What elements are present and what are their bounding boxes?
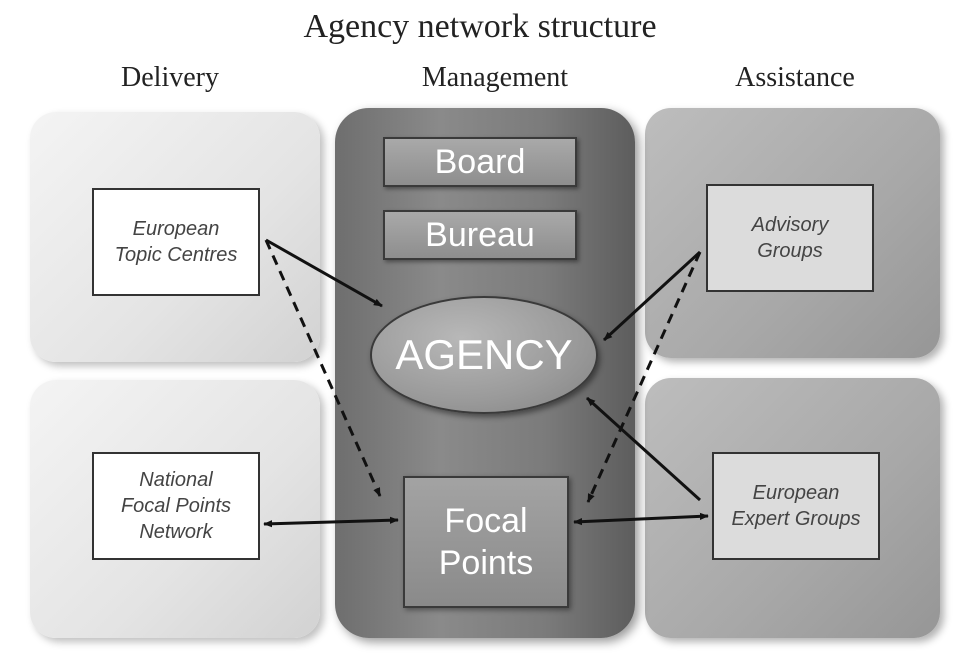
node-label-line: Points (438, 544, 534, 582)
node-label-line: European (132, 218, 220, 240)
node-label-line: Advisory (751, 214, 829, 236)
node-label-line: Expert Groups (731, 508, 861, 530)
node-label-line: Focal (444, 501, 528, 540)
node-board: Board (383, 137, 577, 187)
column-heading-assistance: Assistance (735, 62, 855, 93)
node-label-line: Topic Centres (114, 244, 238, 266)
arrow-national-focal-focal-points-bidirectional (263, 516, 399, 528)
node-focal-points: Focal Points (403, 476, 569, 608)
node-bureau: Bureau (383, 210, 577, 260)
arrow-advisory-to-focal-points-dashed (586, 251, 702, 503)
node-advisory-groups: Advisory Groups (706, 184, 874, 292)
column-heading-delivery: Delivery (121, 62, 219, 93)
arrow-topic-centres-to-focal-points-dashed (264, 239, 382, 497)
node-label-line: European (752, 482, 840, 504)
node-agency: AGENCY (370, 296, 598, 414)
node-label-line: Focal Points (120, 495, 232, 517)
column-heading-management: Management (421, 62, 569, 93)
node-label-line: National (139, 469, 213, 491)
arrow-expert-groups-to-agency (585, 396, 702, 502)
node-label-line: Groups (757, 240, 823, 262)
arrow-advisory-to-agency (602, 250, 702, 342)
arrow-focal-points-expert-groups-bidirectional (573, 512, 709, 526)
node-european-topic-centres: European Topic Centres (92, 188, 260, 296)
node-national-focal-points-network: National Focal Points Network (92, 452, 260, 560)
node-label-line: Network (139, 521, 213, 543)
node-european-expert-groups: European Expert Groups (712, 452, 880, 560)
arrow-topic-centres-to-agency (265, 238, 383, 308)
diagram-title: Agency network structure (303, 8, 657, 45)
